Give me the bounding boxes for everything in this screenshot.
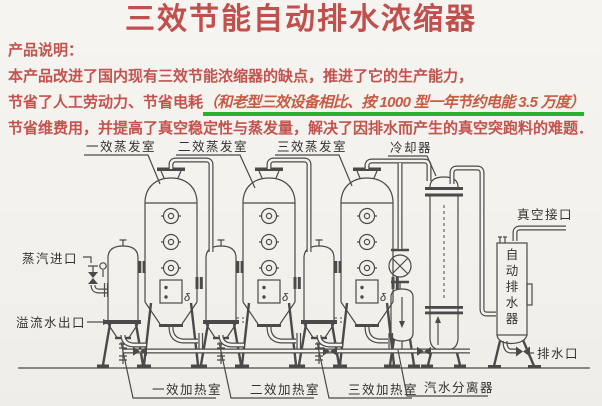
drainer-char-4: 水 [506, 296, 519, 310]
evaporator-1 [138, 168, 204, 369]
process-diagram: δ [16, 139, 590, 399]
automatic-drainer: 自 动 排 水 器 [488, 236, 541, 369]
label-evaporator-3: 三效蒸发室 [277, 139, 347, 154]
drainer-char-5: 器 [506, 312, 519, 326]
page-title: 三效节能自动排水浓缩器 [125, 3, 477, 36]
drainer-char-1: 自 [506, 248, 519, 262]
label-drain-outlet: 排水口 [537, 347, 579, 361]
label-heating-chamber-1: 一效加热室 [152, 382, 222, 397]
description-line-2: 节省了人工劳动力、节省电耗（和老型三效设备相比、按 1000 型一年节约电能 3… [8, 90, 600, 116]
bottom-pipe-valves [133, 346, 431, 356]
description-line-3: 节省维费用，并提高了真空稳定性与蒸发量，解决了因排水而产生的真空突跑料的难题． [8, 120, 594, 137]
cooler-vessel [421, 176, 466, 368]
steam-inlet-valve [83, 256, 109, 297]
drainer-char-2: 动 [506, 264, 519, 278]
vapor-pipes [90, 157, 566, 354]
label-evaporator-2: 二效蒸发室 [178, 139, 248, 154]
overflow-arrow [87, 319, 110, 325]
product-description: 产品说明： 本产品改进了国内现有三效节能浓缩器的缺点，推进了它的生产能力， 节省… [8, 38, 600, 142]
label-leader-lines [84, 154, 534, 399]
drainer-char-3: 排 [506, 280, 519, 294]
label-steam-inlet: 蒸汽进口 [22, 251, 78, 266]
pipe-flanges [198, 333, 394, 349]
label-cooler: 冷却器 [390, 141, 432, 155]
evaporator-2 [236, 168, 302, 369]
description-heading: 产品说明： [8, 42, 84, 59]
label-evaporator-1: 一效蒸发室 [86, 139, 156, 154]
evaporator-3 [334, 168, 400, 369]
description-line-1: 本产品改进了国内现有三效节能浓缩器的缺点，推进了它的生产能力， [8, 68, 474, 85]
label-heating-chamber-2: 二效加热室 [250, 382, 320, 397]
label-separator: 汽水分离器 [424, 380, 494, 395]
label-overflow-outlet: 溢流水出口 [16, 316, 86, 330]
label-heating-chamber-3: 三效加热室 [348, 382, 418, 397]
highlighted-savings-note: （和老型三效设备相比、按 1000 型一年节约电能 3.5 万度） [203, 94, 585, 116]
description-line-2-text: 节省了人工劳动力、节省电耗 [8, 94, 204, 111]
label-vacuum-port: 真空接口 [517, 207, 573, 222]
